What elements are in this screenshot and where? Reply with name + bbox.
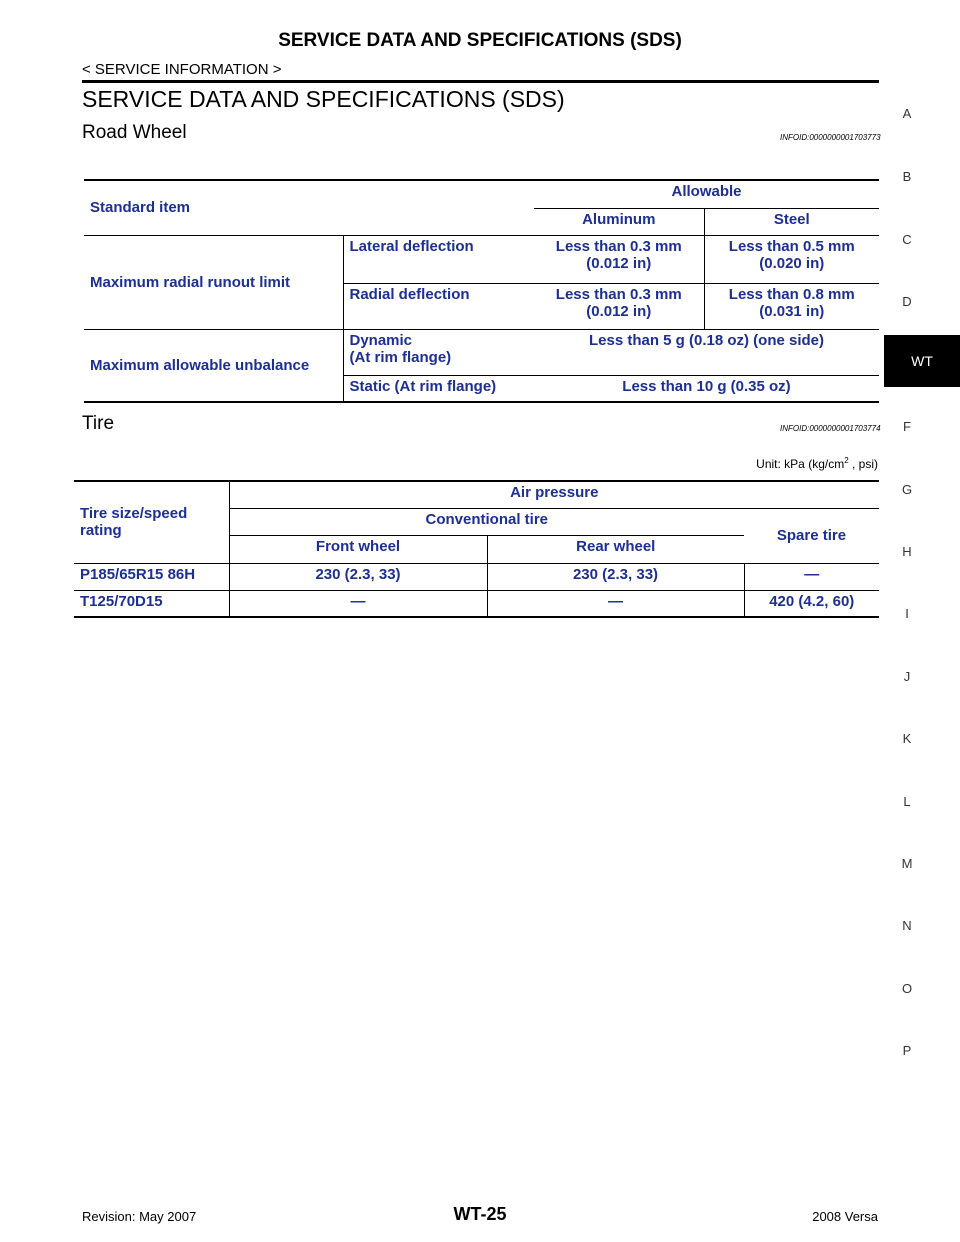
section-index-f[interactable]: F (903, 419, 911, 434)
section-index-p[interactable]: P (902, 1043, 912, 1058)
front-wheel-header: Front wheel (228, 534, 487, 563)
radial-steel-value: Less than 0.8 mm (0.031 in) (703, 282, 879, 329)
lateral-steel-value: Less than 0.5 mm (0.020 in) (703, 234, 879, 283)
standard-item-header: Standard item (90, 199, 191, 217)
front-pressure-cell: 230 (2.3, 33) (228, 562, 487, 590)
allowable-header: Allowable (671, 183, 742, 200)
road-wheel-title: Road Wheel (82, 122, 187, 143)
steel-header: Steel (703, 207, 879, 235)
section-index-d[interactable]: D (902, 294, 912, 309)
conventional-tire-header: Conventional tire (228, 507, 744, 535)
section-index-j[interactable]: J (903, 669, 911, 684)
section-index-n[interactable]: N (902, 918, 912, 933)
section-index-l[interactable]: L (903, 794, 911, 809)
radial-deflection-label: Radial deflection (342, 282, 534, 329)
section-index-g[interactable]: G (901, 482, 913, 497)
runout-label: Maximum radial runout limit (84, 234, 343, 329)
section-index-k[interactable]: K (902, 731, 912, 746)
page-header-title: SERVICE DATA AND SPECIFICATIONS (SDS) (278, 30, 682, 51)
unbalance-label: Maximum allowable unbalance (84, 328, 343, 402)
section-index-b[interactable]: B (902, 169, 912, 184)
section-index-h[interactable]: H (902, 544, 912, 559)
aluminum-header: Aluminum (534, 207, 704, 235)
dynamic-label: Dynamic (At rim flange) (342, 328, 534, 375)
dynamic-value: Less than 5 g (0.18 oz) (one side) (534, 328, 879, 375)
lateral-aluminum-value: Less than 0.3 mm (0.012 in) (534, 234, 704, 283)
front-pressure-cell: — (228, 589, 487, 617)
rear-pressure-cell: 230 (2.3, 33) (486, 562, 744, 590)
footer-model: 2008 Versa (812, 1209, 878, 1224)
section-index-active-tab[interactable]: WT (884, 335, 960, 387)
air-pressure-header: Air pressure (228, 481, 879, 508)
lateral-deflection-label: Lateral deflection (342, 234, 534, 283)
section-title: SERVICE DATA AND SPECIFICATIONS (SDS) (82, 86, 565, 112)
tire-title: Tire (82, 413, 115, 434)
road-wheel-infoid: INFOID:0000000001703773 (780, 133, 881, 142)
spare-pressure-cell: — (743, 562, 879, 590)
tire-infoid: INFOID:0000000001703774 (780, 424, 881, 433)
unit-note: Unit: kPa (kg/cm2 , psi) (756, 456, 878, 471)
section-index-o[interactable]: O (901, 981, 913, 996)
static-value: Less than 10 g (0.35 oz) (534, 374, 879, 402)
section-index-m[interactable]: M (901, 856, 913, 871)
page-header-subtitle: < SERVICE INFORMATION > (82, 61, 282, 78)
spare-pressure-cell: 420 (4.2, 60) (743, 589, 879, 617)
header-rule (82, 80, 879, 83)
section-index-c[interactable]: C (902, 232, 912, 247)
section-index-i[interactable]: I (905, 606, 909, 621)
rear-wheel-header: Rear wheel (486, 534, 744, 563)
tire-size-header: Tire size/speed rating (80, 505, 188, 540)
tire-size-cell: T125/70D15 (74, 589, 229, 617)
spare-tire-header: Spare tire (744, 507, 879, 563)
road-wheel-table: Standard item Allowable Aluminum Steel M… (84, 179, 879, 403)
rear-pressure-cell: — (486, 589, 744, 617)
tire-size-cell: P185/65R15 86H (74, 562, 229, 590)
static-label: Static (At rim flange) (342, 374, 534, 402)
footer-revision: Revision: May 2007 (82, 1209, 197, 1224)
tire-table: Tire size/speed rating Air pressure Conv… (74, 480, 879, 618)
footer-page-number: WT-25 (453, 1204, 507, 1224)
radial-aluminum-value: Less than 0.3 mm (0.012 in) (534, 282, 704, 329)
section-index-a[interactable]: A (902, 106, 912, 121)
